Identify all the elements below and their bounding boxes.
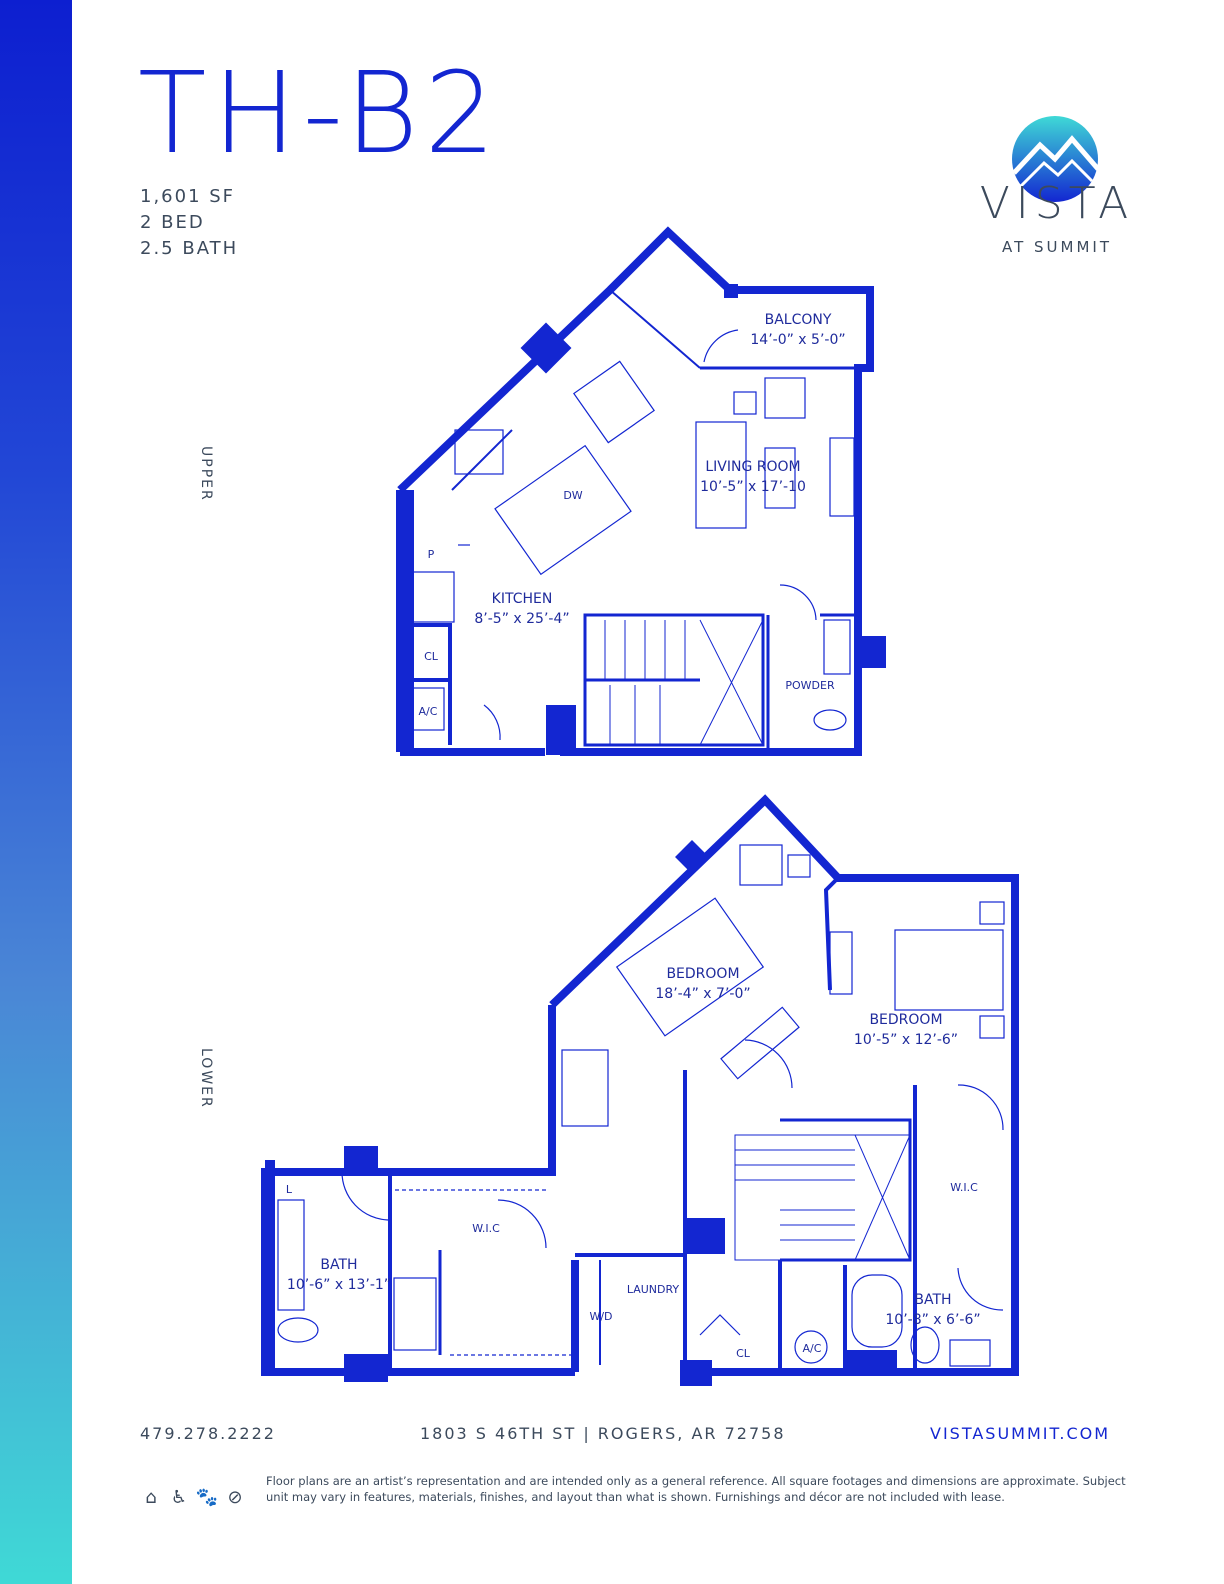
wic2-label: W.I.C [950,1181,978,1194]
lower-ac-label: A/C [803,1342,822,1355]
powder-label: POWDER [785,679,835,692]
linen-label: L [286,1183,293,1196]
laundry-label: LAUNDRY [627,1283,680,1296]
dishwasher-label: DW [563,489,582,502]
beds-text: 2 BED [140,212,205,233]
address-text: 1803 S 46TH ST | ROGERS, AR 72758 [420,1424,786,1443]
sqft-text: 1,601 SF [140,186,236,207]
washer-dryer-label: W/D [589,1310,612,1323]
kitchen-dim: 8’-5” x 25’-4” [474,611,569,627]
bedroom1-label: BEDROOM [666,966,739,982]
website-link[interactable]: VISTASUMMIT.COM [930,1424,1111,1443]
gradient-sidebar [0,0,72,1584]
wic1-label: W.I.C [472,1222,500,1235]
bedroom1-dim: 18’-4” x 7’-0” [655,986,750,1002]
balcony-dim: 14’-0” x 5’-0” [750,332,845,348]
unit-stats: 1,601 SF 2 BED 2.5 BATH [140,184,238,262]
lower-closet-label: CL [736,1347,751,1360]
bath1-dim: 10’-6” x 13’-1” [287,1277,391,1293]
kitchen-label: KITCHEN [492,591,553,607]
unit-title: TH-B2 [138,49,502,179]
accessible-icon: ♿ [170,1486,188,1508]
upper-ac-label: A/C [419,705,438,718]
brand-subtitle: AT SUMMIT [1002,238,1112,256]
vista-logo-icon [1012,116,1100,202]
pantry-label: P [428,548,435,561]
bath2-dim: 10’-8” x 6’-6” [885,1312,980,1328]
phone-number: 479.278.2222 [140,1424,276,1443]
brand-name: VISTA [979,178,1135,229]
bath2-label: BATH [914,1292,951,1308]
upper-closet-label: CL [424,650,439,663]
equal-housing-icon: ⌂ [145,1486,157,1508]
living-room-dim: 10’-5” x 17’-10 [700,479,806,495]
bedroom2-dim: 10’-5” x 12’-6” [854,1032,958,1048]
bath1-label: BATH [320,1257,357,1273]
pet-friendly-icon: 🐾 [195,1486,219,1508]
amenity-icons: ⌂ ♿ 🐾 ⊘ [140,1486,246,1508]
disclaimer-text: Floor plans are an artist’s representati… [266,1474,1126,1504]
no-smoking-icon: ⊘ [227,1486,243,1508]
baths-text: 2.5 BATH [140,238,239,259]
bedroom2-label: BEDROOM [869,1012,942,1028]
balcony-label: BALCONY [765,312,832,328]
living-room-label: LIVING ROOM [705,459,800,475]
